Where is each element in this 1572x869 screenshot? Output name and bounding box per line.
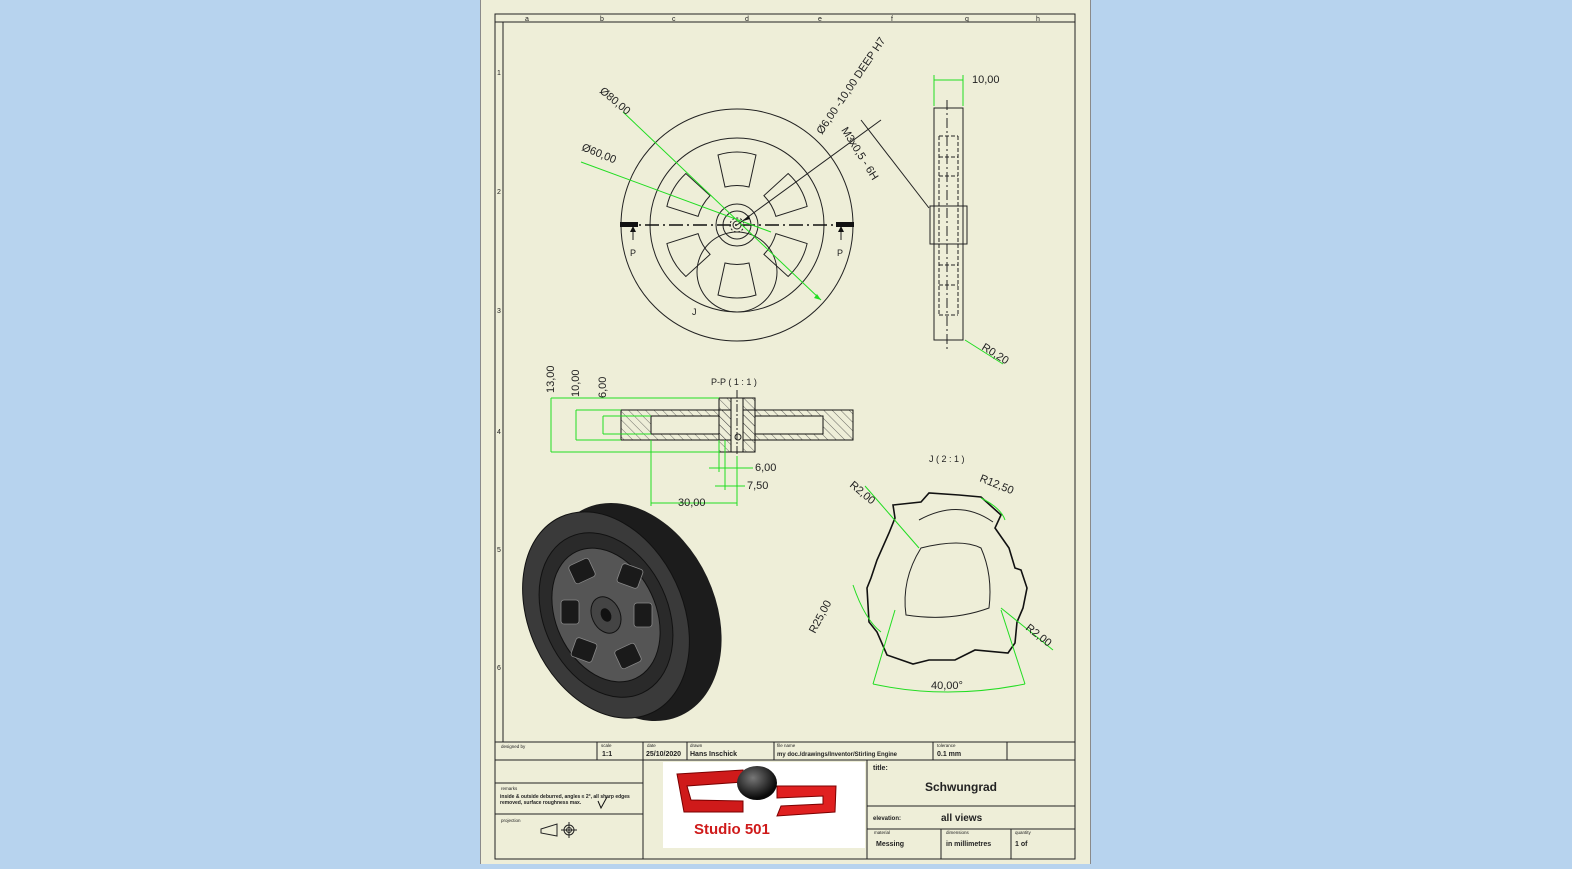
dim-radius: R0,20: [979, 341, 1010, 367]
row-label: 3: [497, 308, 501, 315]
section-view: P-P ( 1 : 1 ) 13,00 10,00 6,00 6,00 7,50…: [545, 365, 854, 509]
file-name-value: my doc./drawings/Inventor/Stirling Engin…: [777, 752, 898, 758]
elevation-value: all views: [941, 813, 983, 824]
dim-h3: 6,00: [597, 377, 609, 398]
logo-text: Studio 501: [694, 821, 770, 838]
date-label: date: [647, 743, 656, 748]
dim-h2: 10,00: [570, 369, 582, 397]
projection-label: projection: [501, 818, 521, 823]
date-value: 25/10/2020: [646, 751, 681, 758]
front-view: P P J Ø80,00 Ø60,00 Ø6,00 -10,00 DEEP H7: [580, 35, 889, 342]
row-label: 2: [497, 189, 501, 196]
col-label: a: [525, 16, 529, 23]
col-label: h: [1036, 16, 1040, 23]
row-label: 6: [497, 665, 501, 672]
projection-symbol-icon: [540, 822, 577, 838]
detail-mark: J: [692, 307, 697, 317]
dim-width: 10,00: [972, 74, 1000, 86]
col-label: d: [745, 16, 749, 23]
material-value: Messing: [876, 841, 904, 848]
tolerance-label: tolerance: [937, 743, 956, 748]
col-label: f: [891, 16, 893, 23]
dim-bore: Ø6,00 -10,00 DEEP H7: [815, 35, 889, 136]
dim-r-top-right: R12,50: [978, 473, 1015, 497]
section-title: P-P ( 1 : 1 ): [711, 377, 757, 387]
designed-by-label: designed by: [501, 744, 526, 749]
dim-w2: 7,50: [747, 480, 768, 492]
dimensions-label: dimensions: [946, 830, 970, 835]
remarks-value: inside & outside deburred, angles ≤ 2°, …: [500, 794, 630, 806]
dim-w3: 30,00: [678, 497, 706, 509]
title-value: Schwungrad: [925, 780, 997, 794]
drawn-label: drawn: [690, 743, 703, 748]
quantity-value: 1 of: [1015, 841, 1028, 848]
section-mark-right: P: [837, 248, 843, 258]
material-label: material: [874, 830, 890, 835]
scale-label: scale: [601, 743, 612, 748]
dim-h1: 13,00: [545, 365, 557, 393]
isometric-view: [522, 503, 722, 721]
dim-outer-diameter: Ø80,00: [597, 85, 632, 117]
dim-inner-diameter: Ø60,00: [580, 142, 618, 167]
section-mark-left: P: [630, 248, 636, 258]
title-block: designed by scale 1:1 date 25/10/2020 dr…: [494, 741, 1076, 860]
drawn-value: Hans Inschick: [690, 751, 737, 758]
elevation-label: elevation:: [873, 816, 901, 822]
file-name-label: file name: [777, 743, 796, 748]
col-label: b: [600, 16, 604, 23]
dim-r-right: R2,00: [1023, 622, 1054, 650]
row-label: 5: [497, 547, 501, 554]
dim-thread: M3x0,5 - 6H: [838, 125, 880, 182]
remarks-label: remarks: [501, 786, 518, 791]
dim-w1: 6,00: [755, 462, 776, 474]
detail-view: J ( 2 : 1 ) R2,00 R12,50 R25,00 R2,00 40…: [807, 454, 1054, 693]
side-view: 10,00 M3x0,5 - 6H R0,20: [838, 74, 1010, 367]
row-label: 1: [497, 70, 501, 77]
tolerance-value: 0.1 mm: [937, 751, 961, 758]
technical-drawing: a b c d e f g h 1 2 3 4 5 6: [494, 13, 1076, 860]
detail-title: J ( 2 : 1 ): [929, 454, 965, 464]
dimensions-value: in millimetres: [946, 841, 991, 848]
dim-r-top-left: R2,00: [847, 479, 877, 507]
drawing-sheet: a b c d e f g h 1 2 3 4 5 6: [480, 0, 1091, 864]
col-label: g: [965, 16, 969, 23]
column-labels: a b c d e f g h: [525, 16, 1040, 23]
row-label: 4: [497, 429, 501, 436]
dim-r-left: R25,00: [807, 598, 834, 635]
col-label: e: [818, 16, 822, 23]
scale-value: 1:1: [602, 751, 612, 758]
quantity-label: quantity: [1015, 830, 1032, 835]
col-label: c: [672, 16, 676, 23]
dim-angle: 40,00°: [931, 680, 963, 692]
title-label: title:: [873, 765, 888, 772]
row-labels: 1 2 3 4 5 6: [497, 70, 501, 672]
